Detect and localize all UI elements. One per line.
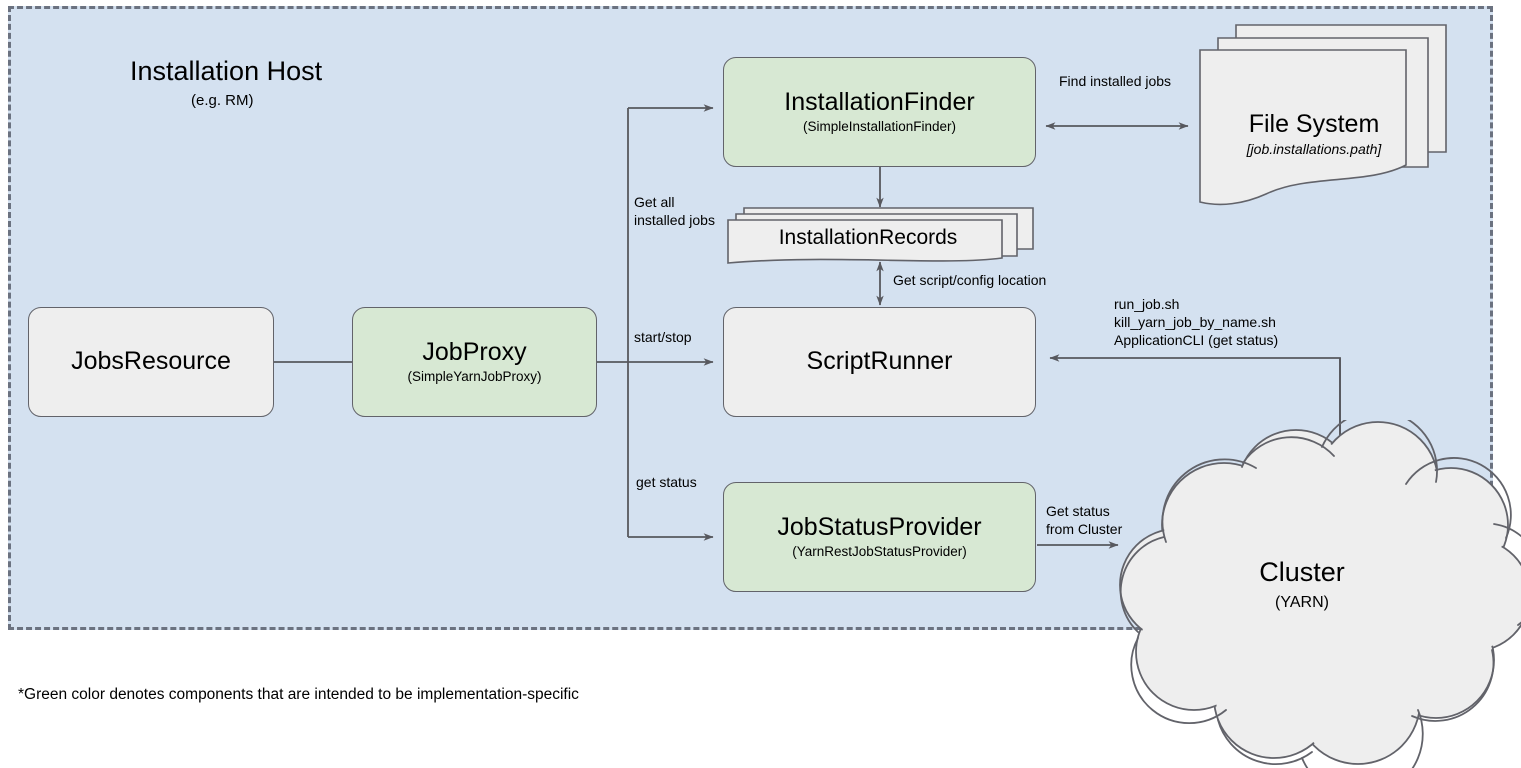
node-jobproxy-subtitle: (SimpleYarnJobProxy) [407,369,542,385]
node-filesystem-title: File System [1248,110,1380,138]
installationrecords-stack-front [727,219,1003,264]
edge-label-get-status-from-cluster: Get status from Cluster [1046,503,1123,537]
legend-footnote: *Green color denotes components that are… [18,686,579,703]
node-scriptrunner-title: ScriptRunner [806,347,953,376]
edge-label-find-installed-jobs: Find installed jobs [1059,73,1172,89]
node-jobproxy[interactable]: JobProxy (SimpleYarnJobProxy) [352,307,597,417]
edge-label-get-status: get status [636,474,697,490]
node-scriptrunner[interactable]: ScriptRunner [723,307,1036,417]
node-cluster-subtitle: (YARN) [1275,594,1329,611]
node-cluster[interactable]: Cluster (YARN) [1106,410,1521,768]
node-jobsresource[interactable]: JobsResource [28,307,274,417]
node-filesystem-subtitle: [job.installations.path] [1246,141,1382,157]
node-installationrecords[interactable]: InstallationRecords [722,200,1034,270]
node-installationfinder-title: InstallationFinder [784,87,975,116]
installation-host-subtitle: (e.g. RM) [191,92,254,109]
node-filesystem[interactable]: File System [job.installations.path] [1188,22,1448,212]
filesystem-shape [1199,24,1447,206]
installation-host-title: Installation Host [130,56,323,86]
installationrecords-shape [727,207,1034,264]
node-installationfinder[interactable]: InstallationFinder (SimpleInstallationFi… [723,57,1036,167]
cluster-cloud-shape [1119,410,1521,768]
edge-label-get-script-config-location: Get script/config location [893,272,1047,288]
node-jobstatusprovider-subtitle: (YarnRestJobStatusProvider) [792,544,967,560]
node-jobproxy-title: JobProxy [422,337,527,366]
node-cluster-title: Cluster [1259,557,1345,587]
node-jobstatusprovider[interactable]: JobStatusProvider (YarnRestJobStatusProv… [723,482,1036,592]
node-installationrecords-title: InstallationRecords [778,226,958,249]
node-jobstatusprovider-title: JobStatusProvider [777,512,982,541]
edge-label-get-all-installed-jobs: Get all installed jobs [634,194,715,228]
edge-label-start-stop: start/stop [634,329,692,345]
node-jobsresource-title: JobsResource [71,347,231,376]
filesystem-stack-front [1199,49,1407,206]
node-installationfinder-subtitle: (SimpleInstallationFinder) [802,119,957,135]
edge-label-scripts-list: run_job.sh kill_yarn_job_by_name.sh Appl… [1114,296,1279,348]
